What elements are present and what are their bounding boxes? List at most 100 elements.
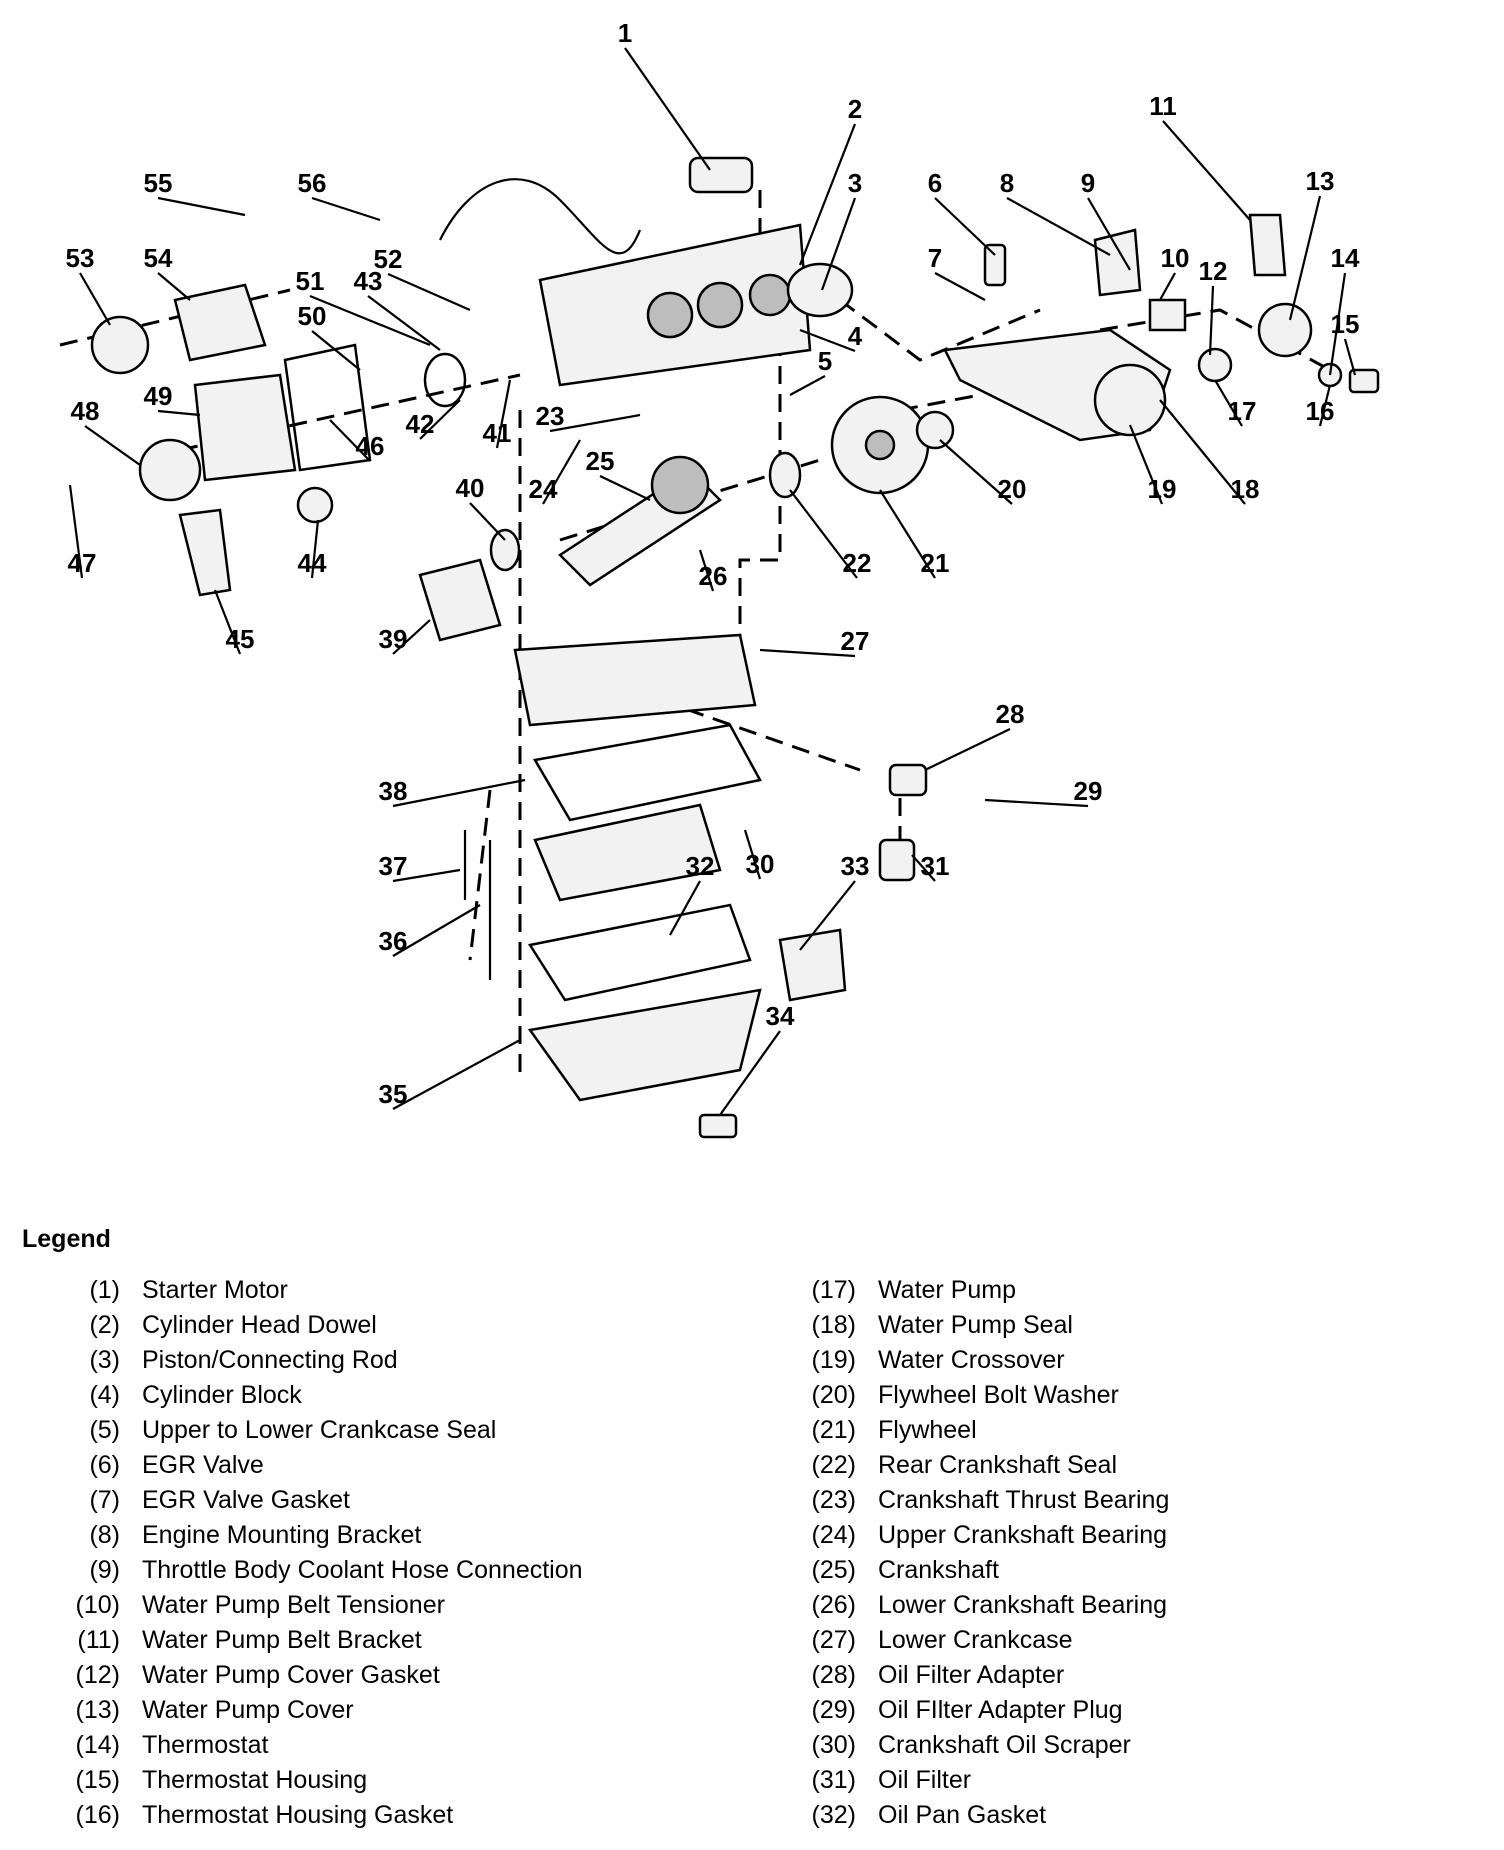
legend-item-label: Water Pump Belt Bracket xyxy=(142,1626,422,1654)
legend-item-number: (21) xyxy=(811,1416,856,1444)
callout-leader-14 xyxy=(1328,272,1347,376)
legend-item-label: Rear Crankshaft Seal xyxy=(878,1451,1118,1479)
callout-number-40: 40 xyxy=(456,473,485,503)
callout-leader-50 xyxy=(311,330,361,371)
callout-number-53: 53 xyxy=(66,243,95,273)
callout-leader-19 xyxy=(1128,424,1164,505)
callout-number-6: 6 xyxy=(928,168,942,198)
legend-item-number: (25) xyxy=(811,1556,856,1584)
legend-item: (4)Cylinder Block xyxy=(66,1378,583,1413)
legend-item: (31)Oil Filter xyxy=(802,1763,1169,1798)
callout-leader-20 xyxy=(939,439,1013,505)
starter-motor-shape xyxy=(688,156,754,194)
callout-leader-22 xyxy=(789,489,858,579)
oil-pump-shape xyxy=(418,558,502,642)
flywheel-bolt-washer-shape xyxy=(915,410,955,450)
callout-leader-40 xyxy=(469,502,506,541)
callout-leader-35 xyxy=(392,1039,521,1110)
legend-item-number: (2) xyxy=(89,1311,120,1339)
callout-leader-18 xyxy=(1159,399,1246,505)
legend-item: (21)Flywheel xyxy=(802,1413,1169,1448)
legend-item: (1)Starter Motor xyxy=(66,1273,583,1308)
water-crossover-flange xyxy=(1093,363,1167,437)
legend-column-left: (1)Starter Motor(2)Cylinder Head Dowel(3… xyxy=(66,1273,583,1833)
callout-leader-51 xyxy=(309,294,431,347)
callout-leader-47 xyxy=(68,484,84,579)
callout-leader-2 xyxy=(798,123,857,266)
legend-item-label: Crankshaft xyxy=(878,1556,999,1584)
oil-pan-gasket-shape xyxy=(527,903,752,1002)
callout-number-52: 52 xyxy=(374,244,403,274)
callout-leader-45 xyxy=(213,589,242,655)
callout-leader-41 xyxy=(495,379,512,449)
front-cover-shape xyxy=(193,373,297,482)
legend-item-label: Oil Pan Gasket xyxy=(878,1801,1047,1829)
callout-number-33: 33 xyxy=(841,851,870,881)
legend-item-label: Water Pump xyxy=(878,1276,1017,1304)
callout-number-37: 37 xyxy=(379,851,408,881)
assembly-axis-crank xyxy=(59,288,981,542)
callout-number-54: 54 xyxy=(144,243,173,273)
legend-item: (16)Thermostat Housing Gasket xyxy=(66,1798,583,1833)
callout-leader-29 xyxy=(984,798,1089,808)
callout-number-18: 18 xyxy=(1231,474,1260,504)
legend-item-label: EGR Valve xyxy=(142,1451,264,1479)
legend-item-label: Water Pump Belt Tensioner xyxy=(142,1591,445,1619)
callout-leader-17 xyxy=(1214,379,1243,427)
oil-scraper-shape xyxy=(533,803,722,902)
callout-number-20: 20 xyxy=(998,474,1027,504)
callout-number-19: 19 xyxy=(1148,474,1177,504)
callout-number-8: 8 xyxy=(1000,168,1014,198)
egr-valve-shape xyxy=(983,243,1007,287)
callout-leader-4 xyxy=(799,328,856,353)
callout-number-31: 31 xyxy=(921,851,950,881)
rear-crank-seal-shape xyxy=(768,451,802,499)
legend-item-number: (22) xyxy=(811,1451,856,1479)
legend-item-label: Thermostat Housing Gasket xyxy=(142,1801,454,1829)
wiring-harness-shape xyxy=(439,178,642,255)
water-pump-cover-shape xyxy=(1257,302,1313,358)
legend-item-number: (13) xyxy=(75,1696,120,1724)
legend-item-number: (5) xyxy=(89,1416,120,1444)
legend-item-label: Water Crossover xyxy=(878,1346,1065,1374)
legend-item: (29)Oil FIlter Adapter Plug xyxy=(802,1693,1169,1728)
callout-leader-23 xyxy=(549,413,641,433)
legend-item-label: Flywheel Bolt Washer xyxy=(878,1381,1119,1409)
callout-leader-6 xyxy=(934,197,996,256)
legend-item: (11)Water Pump Belt Bracket xyxy=(66,1623,583,1658)
callout-leader-10 xyxy=(1159,272,1176,301)
belt-tensioner-shape xyxy=(1148,298,1187,332)
cylinder-bore-1 xyxy=(646,291,694,339)
callout-leader-36 xyxy=(392,904,481,957)
oil-pressure-sender-shape xyxy=(698,1113,738,1139)
callout-leader-9 xyxy=(1087,197,1131,271)
callout-number-4: 4 xyxy=(848,321,863,351)
crank-front-seal-shape xyxy=(489,528,521,572)
legend-item-number: (8) xyxy=(89,1521,120,1549)
legend-item: (18)Water Pump Seal xyxy=(802,1308,1169,1343)
diagram-parts xyxy=(59,156,1380,1139)
callout-number-55: 55 xyxy=(144,168,173,198)
legend-item: (17)Water Pump xyxy=(802,1273,1169,1308)
callout-number-38: 38 xyxy=(379,776,408,806)
callout-leader-3 xyxy=(820,197,857,291)
legend-item: (9)Throttle Body Coolant Hose Connection xyxy=(66,1553,582,1588)
legend-item: (20)Flywheel Bolt Washer xyxy=(802,1378,1169,1413)
callout-leader-13 xyxy=(1288,195,1322,321)
legend-item-label: Oil FIlter Adapter Plug xyxy=(878,1696,1123,1724)
callout-leader-21 xyxy=(879,489,936,579)
callout-leader-55 xyxy=(157,196,246,217)
legend-item-label: Piston/Connecting Rod xyxy=(142,1346,398,1374)
legend-item-number: (4) xyxy=(89,1381,120,1409)
callout-leader-46 xyxy=(329,419,371,462)
legend-item-number: (27) xyxy=(811,1626,856,1654)
callout-number-29: 29 xyxy=(1074,776,1103,806)
callout-leader-24 xyxy=(542,439,581,505)
callout-number-34: 34 xyxy=(766,1001,795,1031)
oil-pickup-shape xyxy=(778,928,847,1002)
callout-number-15: 15 xyxy=(1331,309,1360,339)
callout-number-24: 24 xyxy=(529,474,558,504)
legend-item-label: Lower Crankshaft Bearing xyxy=(878,1591,1168,1619)
